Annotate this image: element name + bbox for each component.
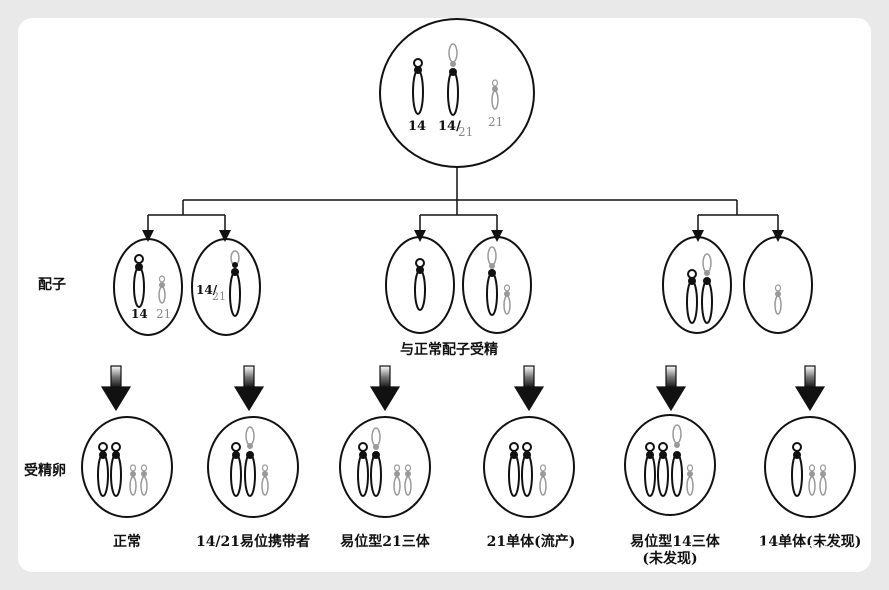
parent-chromosome-14 [412, 58, 424, 115]
parent-label-14-21-b: 21 [458, 125, 473, 139]
zygote-cell-5 [624, 414, 716, 516]
outcome-label-1: 正常 [113, 533, 141, 550]
parent-chromosome-21 [491, 79, 499, 110]
label-gametes: 配子 [38, 277, 66, 293]
parent-label-14: 14 [408, 119, 426, 134]
zygote-cell-3 [339, 416, 431, 518]
down-arrow-4 [513, 365, 545, 412]
down-arrow-2 [233, 365, 265, 412]
down-arrow-1 [100, 365, 132, 412]
gamete2-label-a: 14/ [196, 283, 218, 297]
gamete1-label-14: 14 [131, 307, 148, 321]
parent-label-14-21-a: 14/ [438, 119, 461, 134]
down-arrows [100, 365, 826, 412]
outcome-label-5-note: (未发现) [642, 550, 697, 567]
label-zygote: 受精卵 [24, 462, 66, 479]
parent-chromosome-14-21 [447, 43, 459, 116]
gamete2-label-b: 21 [212, 290, 226, 303]
down-arrow-3 [369, 365, 401, 412]
gamete1-label-21: 21 [156, 307, 171, 321]
zygote-cell-1 [81, 416, 173, 518]
outcome-label-5: 易位型14三体 [630, 533, 720, 550]
outcome-label-2: 14/21易位携带者 [196, 533, 310, 550]
gamete-cell-6 [743, 236, 813, 334]
branch-lines [142, 167, 784, 242]
label-fertilization: 与正常配子受精 [400, 341, 498, 358]
zygote-cell-6 [764, 416, 856, 518]
outcome-label-6: 14单体(未发现) [759, 533, 862, 550]
outcome-label-3: 易位型21三体 [340, 533, 430, 550]
parent-label-21: 21 [488, 115, 503, 129]
down-arrow-5 [655, 365, 687, 412]
gamete-cell-4 [462, 236, 532, 334]
down-arrow-6 [794, 365, 826, 412]
gamete-cell-2 [191, 238, 261, 336]
outcome-label-4: 21单体(流产) [487, 533, 576, 550]
zygote-cell-2 [207, 416, 299, 518]
watermark: 知乎 @夏林 [733, 542, 839, 566]
diagram-card [18, 18, 871, 572]
gamete-cell-5 [662, 236, 732, 334]
gamete-cell-1 [113, 238, 183, 336]
gamete-cell-3 [385, 236, 455, 334]
zygote-cell-4 [483, 416, 575, 518]
